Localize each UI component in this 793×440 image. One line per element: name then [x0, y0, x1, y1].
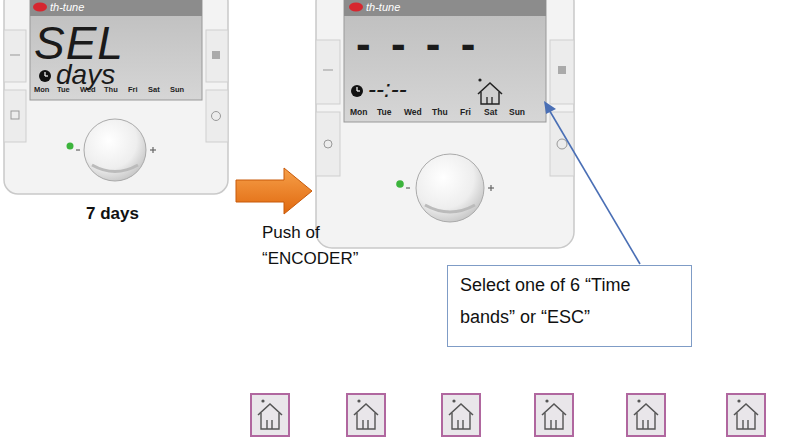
weekday: Thu	[432, 108, 448, 117]
weekday: Wed	[80, 86, 96, 94]
time-band-icons	[251, 394, 765, 436]
mode-caption: 7 days	[86, 205, 139, 224]
weekday: Fri	[460, 108, 471, 117]
thermostat-left	[4, 0, 228, 194]
weekday: Wed	[404, 108, 422, 117]
weekday: Tue	[57, 86, 70, 94]
weekday: Sun	[509, 108, 525, 117]
action-text: Push of “ENCODER”	[262, 220, 380, 271]
lcd-main-text: - - - -	[356, 20, 479, 68]
logo-text: th-tune	[50, 1, 84, 13]
weekday: Mon	[34, 86, 49, 94]
weekday: Sun	[170, 86, 184, 94]
weekday: Mon	[350, 108, 367, 117]
lcd-time-text: --:--	[368, 76, 407, 102]
callout-box: Select one of 6 “Time bands” or “ESC”	[447, 265, 692, 347]
thermostat-right	[316, 0, 574, 248]
weekday: Thu	[104, 86, 118, 94]
callout-text: Select one of 6 “Time bands” or “ESC”	[460, 270, 679, 333]
orange-arrow	[236, 168, 312, 214]
weekday: Fri	[128, 86, 138, 94]
weekday: Sat	[484, 108, 497, 117]
leader-arrow	[544, 101, 640, 264]
weekday: Tue	[377, 108, 391, 117]
weekday: Sat	[148, 86, 160, 94]
logo-text: th-tune	[366, 1, 400, 13]
